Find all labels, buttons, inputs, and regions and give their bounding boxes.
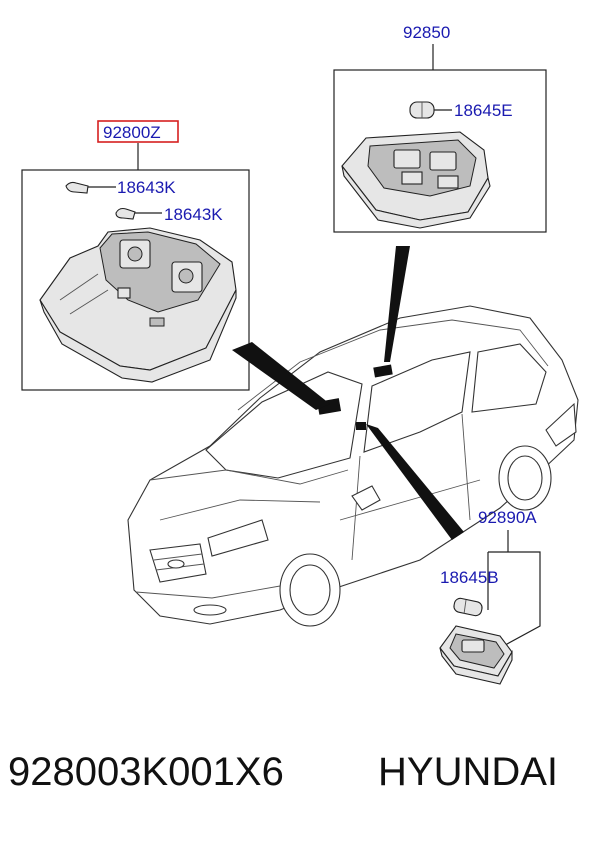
front-console-lamp — [39, 227, 237, 383]
part-number: 928003K001X6 — [8, 750, 284, 794]
pointer-wedge — [366, 424, 464, 540]
label-92890a[interactable]: 92890A — [478, 508, 537, 527]
parts-diagram: 92800Z 18643K 18643K — [21, 23, 579, 685]
bulb-icon — [409, 101, 452, 119]
footer: 928003K001X6 HYUNDAI — [0, 750, 600, 820]
roof-lamp-spot — [356, 422, 366, 430]
front-console-frame — [21, 169, 250, 391]
room-lamp-group: 92850 18645E — [333, 23, 547, 233]
label-18643k-a[interactable]: 18643K — [117, 178, 176, 197]
label-18645b[interactable]: 18645B — [440, 568, 499, 587]
pointer-wedge — [232, 342, 330, 410]
front-console-group: 92800Z 18643K 18643K — [21, 120, 250, 391]
roof-lamp-spot — [373, 364, 393, 378]
label-18643k-b[interactable]: 18643K — [164, 205, 223, 224]
bulb-icon — [115, 207, 162, 220]
room-lamp-frame — [333, 69, 547, 233]
vanity-lamp-housing — [439, 625, 513, 685]
label-highlight-box — [97, 120, 179, 143]
bulb-icon — [453, 597, 483, 617]
label-18645e[interactable]: 18645E — [454, 101, 513, 120]
brand-name: HYUNDAI — [378, 750, 559, 794]
label-92850[interactable]: 92850 — [403, 23, 450, 42]
vanity-lamp-group: 92890A 18645B — [439, 508, 541, 685]
bulb-icon — [65, 181, 116, 194]
label-92800z[interactable]: 92800Z — [103, 123, 161, 142]
pointer-wedge — [384, 246, 410, 362]
room-lamp-housing — [341, 131, 491, 229]
